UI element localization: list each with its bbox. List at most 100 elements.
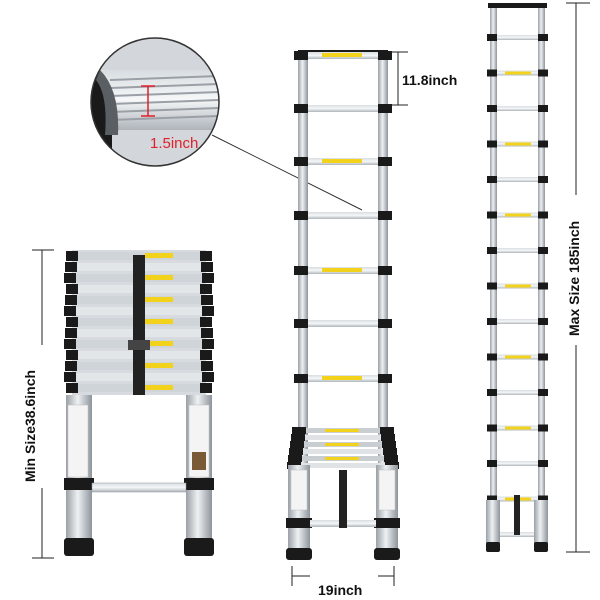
center-rung-label bbox=[322, 376, 362, 380]
width-label: 19inch bbox=[318, 582, 363, 598]
max-rung bbox=[492, 177, 544, 182]
max-rung-cap bbox=[538, 34, 548, 41]
collapsed-rung-label bbox=[145, 319, 173, 324]
max-rung-cap bbox=[487, 69, 497, 77]
max-rung-cap bbox=[487, 176, 497, 183]
center-rung-cap bbox=[294, 157, 308, 166]
collapsed-rung-cap bbox=[66, 317, 78, 327]
center-rung-cap bbox=[294, 211, 308, 220]
collapsed-rung-cap bbox=[200, 383, 212, 393]
collapsed-rung-cap bbox=[64, 273, 76, 283]
extended-ladder-icon bbox=[286, 50, 400, 560]
collapsed-rung-cap bbox=[201, 295, 213, 305]
max-rung-label bbox=[505, 426, 531, 430]
collapsed-rung-cap bbox=[64, 306, 76, 316]
center-rung-cap bbox=[378, 104, 392, 113]
collapsed-rung-cap bbox=[65, 295, 77, 305]
cluster-rung-cap bbox=[381, 434, 395, 441]
rung-spacing-label: 11.8inch bbox=[402, 72, 458, 88]
max-rung-cap bbox=[487, 105, 497, 112]
collapsed-rung-cap bbox=[201, 361, 213, 371]
collapsed-rung-cap bbox=[202, 273, 214, 283]
collapsed-rung-cap bbox=[202, 339, 214, 349]
max-rung-cap bbox=[487, 318, 497, 325]
collapsed-ladder-icon bbox=[64, 250, 214, 556]
cluster-rung-cap bbox=[380, 427, 394, 434]
cluster-rung-cap bbox=[289, 448, 303, 455]
max-rung-label bbox=[505, 142, 531, 146]
max-size-label: Max Size 185inch bbox=[566, 220, 582, 336]
max-rung-cap bbox=[538, 247, 548, 254]
collapsed-rung-label bbox=[145, 341, 173, 346]
cluster-rung-cap bbox=[291, 434, 305, 441]
center-rung-label bbox=[322, 159, 362, 163]
max-rung bbox=[492, 390, 544, 395]
center-rung bbox=[300, 320, 386, 327]
max-rung bbox=[492, 461, 544, 466]
collapsed-rung-label bbox=[145, 275, 173, 280]
collapsed-rung-cap bbox=[200, 350, 212, 360]
max-rung bbox=[492, 35, 544, 40]
center-rung-label bbox=[322, 268, 362, 272]
max-rung-cap bbox=[538, 69, 548, 77]
max-rung-cap bbox=[538, 140, 548, 148]
collapsed-rung-cap bbox=[202, 306, 214, 316]
max-rung-cap bbox=[538, 176, 548, 183]
max-rung-cap bbox=[487, 495, 497, 503]
cluster-rung-cap bbox=[292, 427, 306, 434]
max-ladder-icon bbox=[486, 3, 548, 552]
center-rung bbox=[300, 105, 386, 112]
cluster-rung bbox=[300, 435, 386, 440]
max-rung-cap bbox=[487, 247, 497, 254]
center-rung-cap bbox=[378, 374, 392, 383]
max-rung-cap bbox=[487, 282, 497, 290]
cluster-rung-cap bbox=[290, 441, 304, 448]
max-rung-cap bbox=[487, 34, 497, 41]
max-rung-label bbox=[505, 71, 531, 75]
center-rung-cap bbox=[294, 104, 308, 113]
max-rung-label bbox=[505, 284, 531, 288]
tube-diameter-label: 1.5inch bbox=[150, 135, 199, 152]
max-rung-cap bbox=[538, 105, 548, 112]
collapsed-rung-cap bbox=[200, 284, 212, 294]
center-rung-cap bbox=[378, 157, 392, 166]
max-rung-cap bbox=[538, 353, 548, 361]
max-rung-cap bbox=[487, 460, 497, 467]
collapsed-rung-cap bbox=[65, 361, 77, 371]
max-rung-label bbox=[505, 213, 531, 217]
max-rung-cap bbox=[487, 353, 497, 361]
max-rung bbox=[492, 106, 544, 111]
cluster-rung-label bbox=[325, 443, 359, 446]
cluster-rung bbox=[300, 463, 386, 468]
min-size-label: Min Size38.6inch bbox=[22, 369, 38, 482]
center-rung-cap bbox=[378, 211, 392, 220]
max-rung-cap bbox=[487, 389, 497, 396]
center-rung bbox=[300, 212, 386, 219]
center-rung-cap bbox=[294, 266, 308, 275]
cluster-rung-label bbox=[325, 429, 359, 432]
max-rung-cap bbox=[538, 318, 548, 325]
max-rung-cap bbox=[538, 211, 548, 219]
cluster-rung-cap bbox=[382, 441, 396, 448]
collapsed-rung-cap bbox=[201, 328, 213, 338]
cluster-rung-cap bbox=[288, 455, 302, 462]
max-rung-cap bbox=[487, 140, 497, 148]
collapsed-rung-cap bbox=[200, 251, 212, 261]
dimension-lines bbox=[32, 2, 590, 586]
collapsed-rung-cap bbox=[64, 339, 76, 349]
collapsed-rung-cap bbox=[66, 284, 78, 294]
cluster-rung-cap bbox=[383, 448, 397, 455]
center-rung-cap bbox=[378, 319, 392, 328]
max-rung-cap bbox=[538, 495, 548, 503]
collapsed-rung-cap bbox=[65, 262, 77, 272]
max-rung-cap bbox=[538, 389, 548, 396]
center-rung-cap bbox=[294, 51, 308, 60]
magnifier-callout-icon bbox=[90, 37, 363, 211]
collapsed-rung-cap bbox=[201, 262, 213, 272]
max-rung-cap bbox=[538, 282, 548, 290]
center-rung-cap bbox=[294, 374, 308, 383]
max-rung bbox=[492, 319, 544, 324]
collapsed-rung-label bbox=[145, 297, 173, 302]
center-rung-cap bbox=[378, 266, 392, 275]
center-rung-label bbox=[322, 53, 362, 57]
